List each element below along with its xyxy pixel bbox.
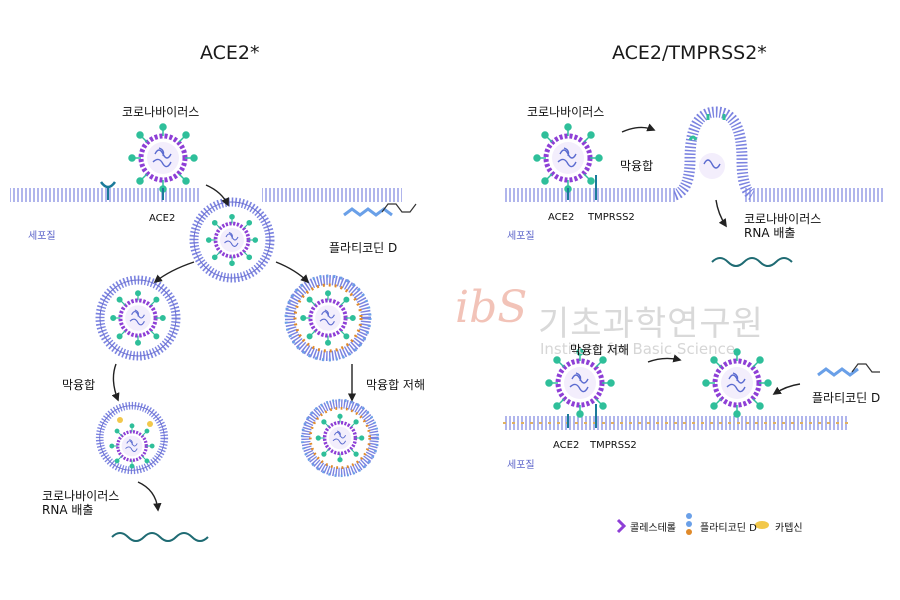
right-title: ACE2/TMPRSS2* [612,42,767,64]
right-bottom-membrane [503,416,848,430]
right-top-virus [534,124,602,200]
left-rna-label: 코로나바이러스 RNA 배출 [42,489,120,517]
left-inhibited-vesicle [302,400,378,476]
watermark-korean: 기초과학연구원 [538,304,764,344]
left-fusion-label: 막융합 [62,378,96,392]
right-ace2-label-2: ACE2 [553,440,580,451]
left-vesicle-left [100,280,176,356]
right-fused-core [699,153,725,179]
watermark-english: Institute for Basic Science [540,340,736,358]
right-top-arrows [621,123,727,228]
right-tmprss2-label-2: TMPRSS2 [590,440,637,451]
legend-capsaicin-icon [755,521,769,529]
left-receptor-free [99,181,117,200]
right-drug-label: 플라티코딘 D [812,391,881,405]
right-virus-label: 코로나바이러스 [527,105,605,119]
right-rna-label: 코로나바이러스 RNA 배출 [744,212,822,240]
right-bottom-arrows [647,354,801,395]
right-bottom-virus-2 [703,349,771,417]
right-cytoplasm-label: 세포질 [507,231,535,242]
left-platycodin-molecule [343,203,417,217]
legend-capsaicin-label: 카텝신 [775,523,803,534]
left-cell-membrane [10,188,402,202]
legend-platycodin-icon [686,513,692,535]
legend-cholesterol-label: 콜레스테롤 [630,523,676,534]
left-receptor-label: ACE2 [149,213,176,224]
left-inhibition-label: 막융합 저해 [366,378,426,392]
right-tmprss2-label: TMPRSS2 [588,212,635,223]
left-arrows [111,184,357,512]
right-ace2-label: ACE2 [548,212,575,223]
right-bottom-virus-1 [546,349,614,428]
left-endocytosis-vesicle [194,202,270,278]
left-title: ACE2* [200,42,260,64]
left-drug-label: 플라티코딘 D [329,241,398,255]
legend-cholesterol-icon [616,518,627,534]
left-virus-attaching [129,124,197,200]
legend-platycodin-label: 플라티코딘 D [700,523,757,534]
right-fusion-label: 막융합 [620,159,654,173]
left-rna-strand [111,532,209,542]
left-virus-label: 코로나바이러스 [122,105,200,119]
right-rna-strand [711,257,793,267]
left-cytoplasm-label: 세포질 [28,231,56,242]
right-platycodin-molecule [817,363,880,377]
watermark-logo: ibS [455,282,528,333]
right-cytoplasm-label-2: 세포질 [507,460,535,471]
left-vesicle-right [286,276,370,360]
right-inhibition-label: 막융합 저해 [570,343,630,357]
right-top-membrane [505,106,885,202]
left-fusion-vesicle [100,406,165,471]
